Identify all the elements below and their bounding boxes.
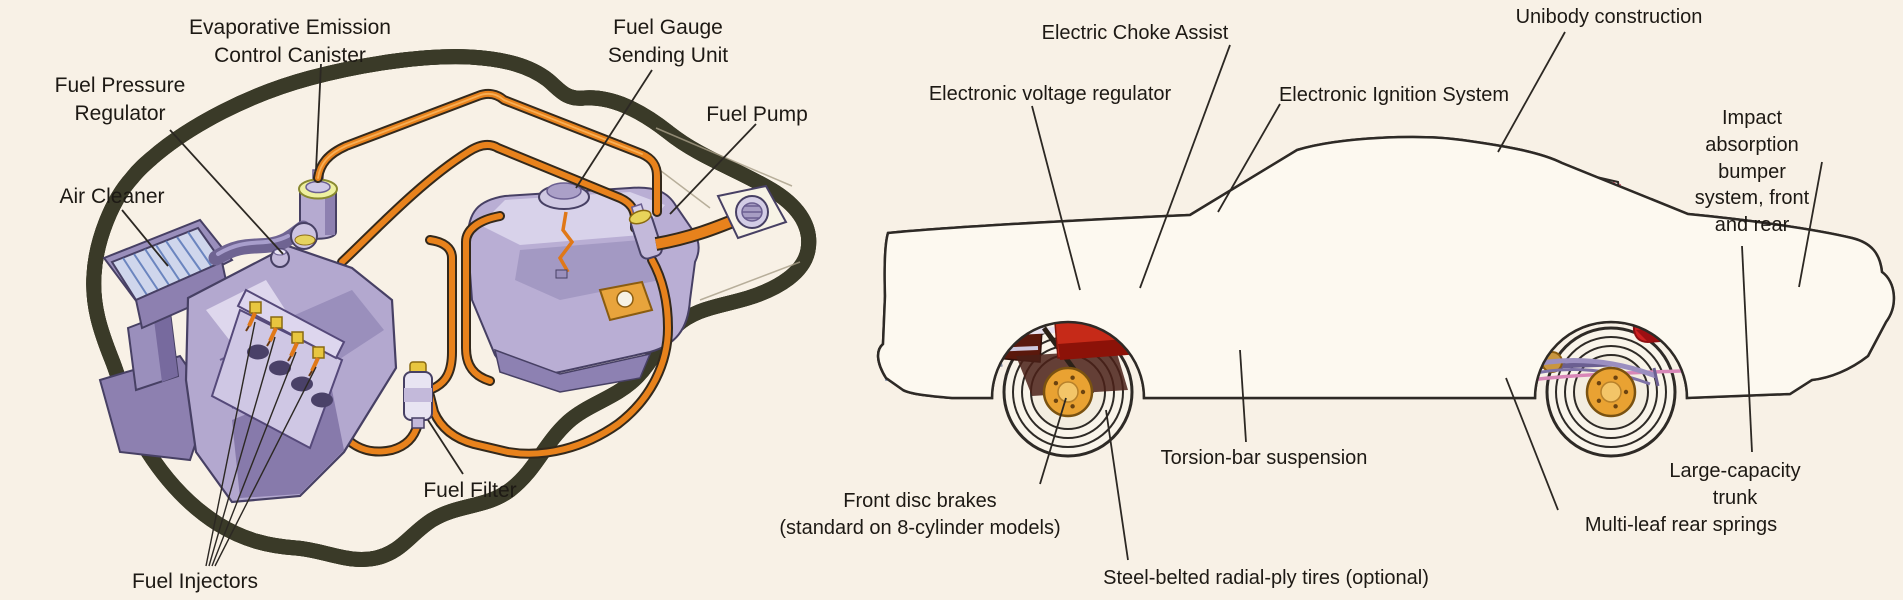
- leader-front-disc: [1039, 397, 1067, 485]
- car-cutaway-illustration: [876, 135, 1896, 458]
- leader-radial-tires: [1105, 409, 1129, 561]
- label-torsion-bar-suspension: Torsion-bar suspension: [1160, 447, 1368, 469]
- label-impact-absorption-bumper: Impact absorption bumper system, front a…: [1694, 107, 1810, 237]
- label-fuel-pump: Fuel Pump: [706, 103, 808, 126]
- label-fuel-pressure-regulator: Fuel Pressure Regulator: [54, 74, 186, 126]
- leader-air-cleaner: [121, 209, 169, 267]
- label-steel-belted-tires: Steel-belted radial-ply tires (optional): [1103, 567, 1429, 589]
- leader-trunk: [1741, 245, 1753, 453]
- leader-unibody: [1497, 31, 1566, 153]
- label-fuel-injectors: Fuel Injectors: [131, 570, 259, 593]
- label-evaporative-emission: Evaporative Emission Control Canister: [189, 16, 391, 68]
- label-electronic-ignition-system: Electronic Ignition System: [1278, 84, 1510, 106]
- leader-torsion-bar: [1239, 349, 1247, 443]
- fuel-injectors-parts: [245, 301, 325, 377]
- fuel-filter: [403, 361, 433, 429]
- leader-sending-unit: [575, 69, 653, 189]
- leader-ignition-system: [1217, 103, 1281, 213]
- label-multi-leaf-rear-springs: Multi-leaf rear springs: [1584, 514, 1778, 536]
- leader-pressure-regulator: [169, 129, 284, 255]
- leader-lines: [121, 31, 1823, 567]
- label-large-capacity-trunk: Large-capacity trunk: [1669, 460, 1801, 509]
- label-front-disc-brakes: Front disc brakes (standard on 8-cylinde…: [779, 490, 1061, 539]
- leader-fuel-filter: [427, 419, 464, 475]
- label-fuel-filter: Fuel Filter: [423, 479, 517, 502]
- label-electronic-voltage-regulator: Electronic voltage regulator: [928, 83, 1172, 105]
- wheel-hubs: [1042, 366, 1637, 418]
- leader-voltage-regulator: [1031, 105, 1081, 291]
- fuel-tank: [466, 182, 700, 393]
- fuel-pump-unit: [628, 203, 663, 260]
- engine-assembly: [98, 218, 398, 504]
- label-fuel-gauge-sending-unit: Fuel Gauge Sending Unit: [607, 16, 729, 68]
- label-electric-choke-assist: Electric Choke Assist: [1041, 22, 1229, 44]
- leader-fuel-pump: [669, 123, 757, 215]
- label-air-cleaner: Air Cleaner: [59, 185, 165, 208]
- leader-fuel-injectors: [205, 321, 317, 567]
- leader-impact-bumper: [1798, 161, 1823, 288]
- sender-float-arm: [557, 211, 575, 273]
- leader-electric-choke: [1139, 44, 1231, 289]
- label-unibody-construction: Unibody construction: [1515, 6, 1703, 28]
- fuel-system-illustration: [94, 57, 809, 560]
- fuel-rail: [236, 288, 346, 360]
- fuel-lines: [313, 88, 673, 459]
- fuel-filler: [654, 184, 788, 251]
- leader-rear-springs: [1505, 377, 1559, 511]
- leader-evap-canister: [315, 63, 322, 171]
